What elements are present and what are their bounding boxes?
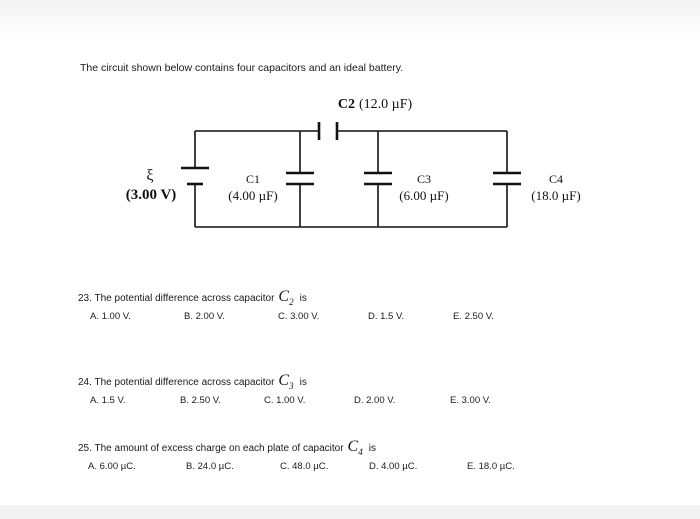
c1-name-label: C1 — [246, 172, 260, 186]
c3-value-label: (6.00 µF) — [399, 188, 448, 203]
option-d[interactable]: D. 2.00 V. — [354, 395, 396, 407]
question-stem: 23. The potential difference across capa… — [78, 288, 307, 308]
capacitor-symbol: C4 — [347, 438, 363, 458]
c4-value-label: (18.0 µF) — [531, 188, 580, 203]
capacitor-symbol: C2 — [278, 288, 294, 308]
option-d[interactable]: D. 4.00 µC. — [369, 461, 418, 473]
c1-value-label: (4.00 µF) — [228, 188, 277, 203]
battery-voltage-label: (3.00 V) — [126, 187, 177, 203]
circuit-diagram: C2 (12.0 µF) ξ (3.00 V) C1 (4.00 µF) C3 … — [126, 97, 581, 228]
option-a[interactable]: A. 1.5 V. — [90, 395, 126, 407]
answer-options: A. 6.00 µC. B. 24.0 µC. C. 48.0 µC. D. 4… — [78, 461, 515, 475]
option-b[interactable]: B. 2.50 V. — [180, 395, 221, 407]
battery-emf-symbol: ξ — [146, 167, 153, 184]
option-c[interactable]: C. 1.00 V. — [264, 395, 306, 407]
question-stem: 25. The amount of excess charge on each … — [78, 438, 376, 458]
question-23: 23. The potential difference across capa… — [78, 288, 494, 325]
question-stem: 24. The potential difference across capa… — [78, 372, 307, 392]
c3-name-label: C3 — [417, 172, 431, 186]
answer-options: A. 1.5 V. B. 2.50 V. C. 1.00 V. D. 2.00 … — [78, 395, 491, 409]
option-a[interactable]: A. 6.00 µC. — [88, 461, 136, 473]
bottom-frame — [0, 505, 700, 519]
option-b[interactable]: B. 24.0 µC. — [186, 461, 234, 473]
capacitor-symbol: C3 — [278, 372, 294, 392]
question-24: 24. The potential difference across capa… — [78, 372, 491, 409]
top-frame — [0, 0, 700, 36]
option-d[interactable]: D. 1.5 V. — [368, 311, 405, 323]
c2-name-label: C2 — [338, 97, 355, 112]
option-a[interactable]: A. 1.00 V. — [90, 311, 131, 323]
option-e[interactable]: E. 2.50 V. — [453, 311, 494, 323]
option-e[interactable]: E. 3.00 V. — [450, 395, 491, 407]
option-c[interactable]: C. 48.0 µC. — [280, 461, 329, 473]
problem-intro: The circuit shown below contains four ca… — [80, 62, 404, 74]
option-c[interactable]: C. 3.00 V. — [278, 311, 320, 323]
question-25: 25. The amount of excess charge on each … — [78, 438, 515, 475]
c2-value-label: (12.0 µF) — [359, 97, 413, 112]
option-e[interactable]: E. 18.0 µC. — [467, 461, 515, 473]
c4-name-label: C4 — [549, 172, 563, 186]
answer-options: A. 1.00 V. B. 2.00 V. C. 3.00 V. D. 1.5 … — [78, 311, 494, 325]
option-b[interactable]: B. 2.00 V. — [184, 311, 225, 323]
